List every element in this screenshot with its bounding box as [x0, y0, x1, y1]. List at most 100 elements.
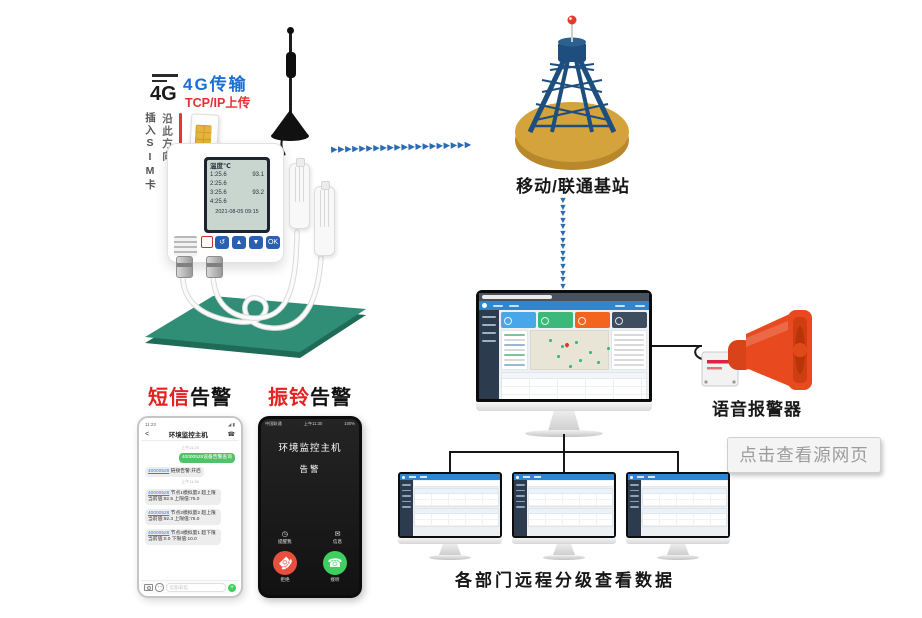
table-row [502, 379, 646, 387]
back-icon: < [145, 430, 150, 438]
bracket-label [707, 360, 729, 364]
status-time: 上午11:30 [303, 421, 323, 426]
message-text: 节点1模拟量2 超上限 当前值:92.5 上限值:75.0 [148, 491, 216, 502]
app-main [499, 310, 649, 399]
menu-item [509, 304, 519, 307]
browser-bar [479, 293, 649, 301]
tower-cab [558, 42, 586, 62]
branch-monitor-1 [398, 472, 502, 562]
remind-action: ◷提醒我 [278, 530, 292, 545]
lcd-ch1: 1:25.6 [210, 172, 227, 178]
4g-badge: 4G [150, 83, 177, 105]
app-sidebar [514, 480, 527, 536]
message-text: 节点3模拟量1 超下限 当前值:0.0 下限值:10.0 [148, 531, 216, 542]
monitor-base [525, 430, 603, 437]
emoji-icon [155, 583, 164, 592]
received-message: 40000528 链接告警:开启 [145, 467, 204, 477]
sms-conversation: 上午11:23 40000528设备告警查询 40000528 链接告警:开启 … [141, 441, 239, 547]
ring-title-rest: 告警 [310, 387, 352, 409]
sms-alert-title: 短信告警 [137, 381, 243, 410]
camera-icon [144, 583, 153, 592]
lcd-title: 温度℃ [210, 163, 231, 170]
app-body [479, 310, 649, 399]
sms-title-accent: 短信 [148, 387, 190, 409]
stat-icon [578, 317, 586, 325]
monitor-stand [667, 544, 689, 555]
alarm-speaker [694, 310, 812, 390]
beacon-light-icon [567, 15, 577, 25]
device-ok-button: OK [266, 236, 280, 249]
bracket-label [707, 367, 722, 370]
status-icons: ◢ ▮ [227, 422, 235, 427]
ring-phone: 中国联通 上午11:30 100% 环境监控主机 告警 ◷提醒我 ✉信息 ☎ 拒… [258, 416, 362, 598]
sensor-cable-2 [181, 256, 323, 330]
antenna-base [271, 131, 309, 141]
time-divider: 上午11:30 [181, 479, 199, 484]
main-monitor [476, 290, 652, 438]
sms-title-rest: 告警 [190, 387, 232, 409]
device-id-link: 40000528 [148, 491, 170, 496]
lcd-ch2: 2:25.6 [210, 181, 227, 187]
message-text: 链接告警:开启 [169, 469, 201, 474]
call-secondary-actions: ◷提醒我 ✉信息 [261, 530, 359, 545]
detail-panel [611, 330, 647, 370]
4g-logo: 4G [150, 74, 184, 106]
remind-label: 提醒我 [278, 539, 292, 544]
connector-main [563, 434, 565, 452]
ring-alert-title: 振铃告警 [258, 381, 362, 410]
send-button: + [228, 583, 236, 592]
connector-center [563, 451, 565, 473]
tcpip-label: TCP/IP上传 [185, 96, 251, 110]
probe-cap [320, 181, 331, 190]
cable-gland [176, 256, 193, 278]
antenna-tip [287, 27, 294, 34]
received-message: 40000528 节点1模拟量2 超上限 当前值:92.5 上限值:75.0 [145, 489, 222, 505]
monitoring-software [479, 293, 649, 399]
accept-label: 接听 [330, 577, 340, 582]
time-divider: 上午11:23 [181, 445, 199, 450]
device-back-button: ↺ [215, 236, 229, 249]
app-sidebar [628, 480, 641, 536]
stat-icon [541, 317, 549, 325]
status-battery: 100% [344, 421, 355, 426]
stat-icon [615, 317, 623, 325]
beacon-highlight [569, 17, 572, 20]
device-id-link: 40000528 [148, 511, 170, 516]
lcd-datetime: 2021-08-05 09:15 [215, 209, 259, 215]
sim-direction-arrow [179, 113, 182, 159]
app-logo-icon [516, 475, 519, 479]
monitor-speaker-wire [652, 345, 702, 347]
decline-label: 拒绝 [280, 577, 290, 582]
clock-icon: ◷ [281, 531, 288, 538]
decline-action: ☎ 拒绝 [273, 551, 297, 583]
caller-name: 环境监控主机 [278, 443, 342, 454]
app-header [479, 301, 649, 310]
hangup-icon: ☎ [274, 552, 296, 574]
map-panel [530, 330, 609, 370]
base-station-label: 移动/联通基站 [516, 177, 630, 196]
map-pin-icon [564, 342, 570, 348]
tower-lattice [527, 58, 617, 134]
ring-title-accent: 振铃 [268, 387, 310, 409]
monitor-stand [439, 544, 461, 555]
app-header [514, 474, 614, 480]
app-logo-icon [402, 475, 405, 479]
monitor-chin [626, 538, 730, 544]
table-row [502, 395, 646, 399]
monitor-stand [548, 411, 580, 431]
speaker-label: 语音报警器 [712, 400, 802, 419]
stat-card-dark [612, 312, 647, 328]
call-subtitle: 告警 [299, 464, 321, 474]
sim-insert-label: 插入SIM卡 [144, 112, 156, 192]
phone-icon: ☎ [227, 431, 235, 438]
lcd-ch4: 4:25.6 [210, 199, 227, 205]
message-action: ✉信息 [333, 530, 342, 545]
probe-slots [292, 167, 307, 203]
view-source-button[interactable]: 点击查看源网页 [727, 437, 881, 473]
signal-bar-icon [152, 74, 178, 77]
menu-item [493, 304, 503, 307]
